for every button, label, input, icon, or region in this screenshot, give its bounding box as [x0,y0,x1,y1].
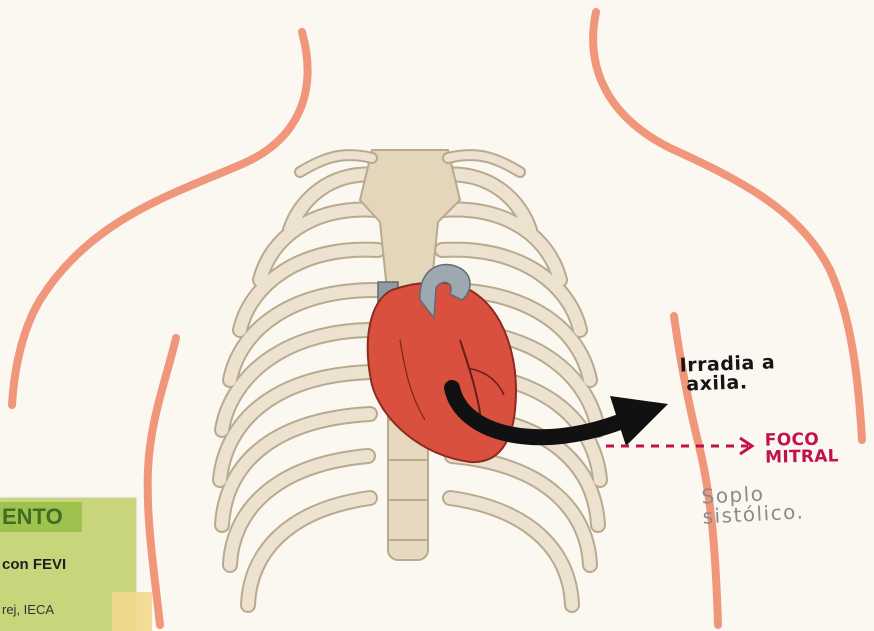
left-side-outline [148,338,176,625]
soplo-line2: sistólico. [702,501,805,526]
note-title: ENTO [0,502,82,532]
left-neck-shoulder-outline [12,32,308,405]
soplo-label: Soplo sistólico. [701,481,805,526]
foco-line2: MITRAL [765,448,839,466]
tape-strip [112,592,152,631]
note-line1: con FEVI [2,556,66,573]
foco-mitral-label: FOCO MITRAL [765,431,839,466]
note-line2: rej, IECA [2,602,54,617]
irradia-label: Irradia a axila. [679,353,776,394]
left-ribs [220,174,380,605]
arrow-head [610,396,668,446]
irradia-line2: axila. [680,372,776,394]
